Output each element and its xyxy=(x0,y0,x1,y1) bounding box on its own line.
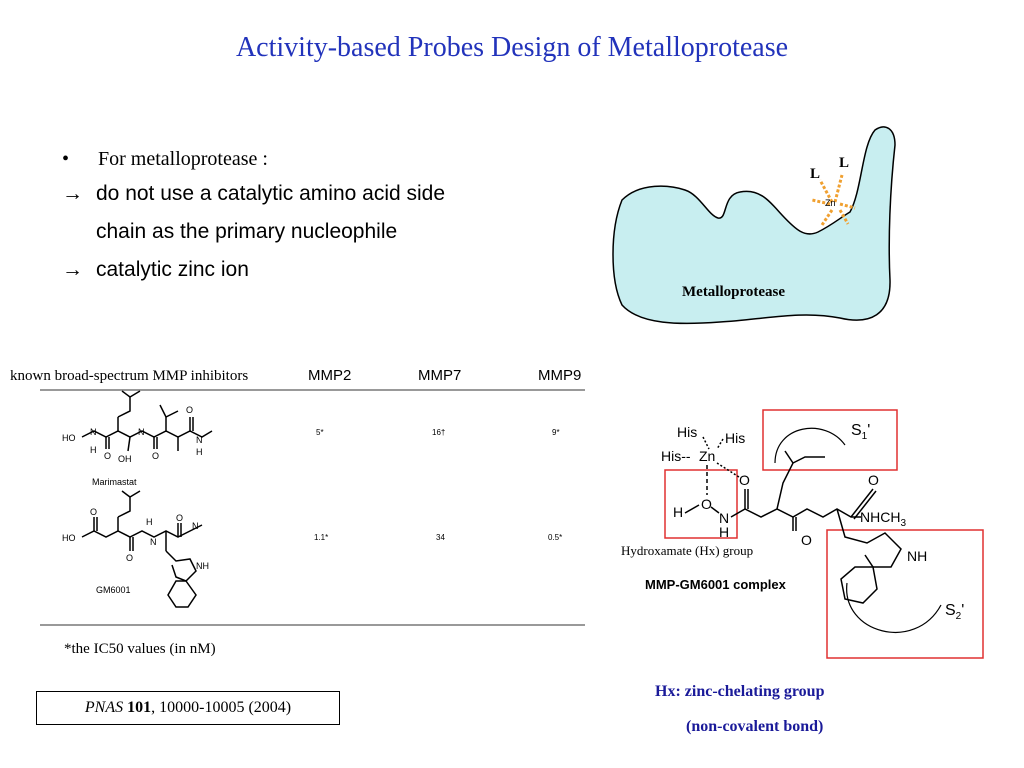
citation-volume: 101 xyxy=(127,699,152,716)
gm6001-label: GM6001 xyxy=(96,585,131,595)
svg-text:N: N xyxy=(719,510,729,526)
gm6001-mmp7: 34 xyxy=(436,533,445,542)
svg-text:O: O xyxy=(176,513,183,523)
svg-text:O: O xyxy=(152,451,159,461)
svg-text:O: O xyxy=(186,405,193,415)
svg-text:NHCH3: NHCH3 xyxy=(860,509,906,529)
inhibitor-table: known broad-spectrum MMP inhibitors MMP2… xyxy=(10,367,585,657)
svg-text:OH: OH xyxy=(118,454,132,464)
bullet-dot: • xyxy=(62,148,70,170)
ligand-label-1: L xyxy=(810,166,820,182)
svg-text:O: O xyxy=(104,451,111,461)
svg-text:O: O xyxy=(701,496,712,512)
gm6001-mmp2: 1.1* xyxy=(314,533,328,542)
citation-rest: , 10000-10005 (2004) xyxy=(151,699,292,716)
s2-label: S2' xyxy=(945,602,964,622)
bullet-metalloprotease: • For metalloprotease : xyxy=(62,148,268,171)
svg-text:His: His xyxy=(677,424,697,440)
gm6001-atoms: HO O O N H O N NH xyxy=(62,507,209,571)
bullet-zinc: → catalytic zinc ion xyxy=(62,258,249,282)
svg-text:H: H xyxy=(196,447,203,457)
hx-group-box xyxy=(664,469,738,539)
svg-text:O: O xyxy=(868,472,879,488)
bullet-text-1: For metalloprotease : xyxy=(98,148,268,170)
svg-text:N: N xyxy=(150,537,157,547)
zn-label: Zn xyxy=(825,198,836,208)
svg-text:His: His xyxy=(725,430,745,446)
metalloprotease-diagram: Zn L L Metalloprotease xyxy=(612,126,896,325)
svg-text:H: H xyxy=(146,517,153,527)
bullet-text-2a: do not use a catalytic amino acid side xyxy=(96,182,446,205)
gm6001-mmp9: 0.5* xyxy=(548,533,562,542)
s1-label: S1' xyxy=(851,422,870,442)
marimastat-mmp2: 5* xyxy=(316,428,324,437)
hx-group-caption: Hydroxamate (Hx) group xyxy=(621,543,753,558)
complex-diagram: S1' S2' His His His-- Zn O O H N H O O N… xyxy=(621,409,984,659)
enzyme-label: Metalloprotease xyxy=(682,284,785,300)
bullet-text-2b: chain as the primary nucleophile xyxy=(96,220,398,243)
svg-text:O: O xyxy=(90,507,97,517)
s1-pocket-arc xyxy=(774,427,846,464)
complex-atoms: His His His-- Zn O O H N H O O NHCH3 NH xyxy=(661,424,927,564)
marimastat-mmp7: 16† xyxy=(432,428,445,437)
svg-text:H: H xyxy=(719,524,729,540)
bullet-nucleophile: → do not use a catalytic amino acid side xyxy=(62,182,445,206)
ic50-footnote: *the IC50 values (in nM) xyxy=(64,641,216,657)
bullet-text-3: catalytic zinc ion xyxy=(96,258,249,281)
svg-text:N: N xyxy=(90,427,97,437)
complex-label: MMP-GM6001 complex xyxy=(645,577,787,592)
svg-text:NH: NH xyxy=(196,561,209,571)
arrow-icon: → xyxy=(62,258,83,281)
col-mmp9: MMP9 xyxy=(538,367,581,384)
svg-text:NH: NH xyxy=(907,548,927,564)
svg-text:His--: His-- xyxy=(661,448,691,464)
s2-pocket-box xyxy=(826,529,984,659)
svg-text:H: H xyxy=(673,504,683,520)
ligand-label-2: L xyxy=(839,155,849,171)
marimastat-atoms: HO N H O OH O N O N H xyxy=(62,405,203,464)
svg-text:H: H xyxy=(90,445,97,455)
zn-bonds xyxy=(811,174,856,226)
col-mmp2: MMP2 xyxy=(308,367,351,384)
svg-text:O: O xyxy=(126,553,133,563)
svg-text:N: N xyxy=(138,427,145,437)
arrow-icon: → xyxy=(62,182,83,205)
s2-pocket-arc xyxy=(846,582,942,633)
svg-text:O: O xyxy=(801,532,812,548)
marimastat-mmp9: 9* xyxy=(552,428,560,437)
svg-text:N: N xyxy=(196,435,203,445)
page-title: Activity-based Probes Design of Metallop… xyxy=(235,32,789,63)
s1-pocket-box xyxy=(762,409,898,471)
marimastat-label: Marimastat xyxy=(92,477,137,487)
citation-journal: PNAS xyxy=(84,699,124,716)
svg-text:HO: HO xyxy=(62,433,76,443)
svg-text:Zn: Zn xyxy=(699,448,715,464)
svg-text:HO: HO xyxy=(62,533,76,543)
gm6001-structure xyxy=(81,490,203,608)
citation-box: PNAS 101, 10000-10005 (2004) xyxy=(36,691,340,725)
col-mmp7: MMP7 xyxy=(418,367,461,384)
table-header: known broad-spectrum MMP inhibitors xyxy=(10,368,248,384)
complex-bonds xyxy=(684,436,902,604)
hx-note-line1: Hx: zinc-chelating group xyxy=(655,683,825,700)
marimastat-structure xyxy=(81,390,213,452)
svg-text:N: N xyxy=(192,521,199,531)
svg-text:O: O xyxy=(739,472,750,488)
enzyme-shape xyxy=(612,126,896,325)
hx-note-line2: (non-covalent bond) xyxy=(686,718,824,735)
